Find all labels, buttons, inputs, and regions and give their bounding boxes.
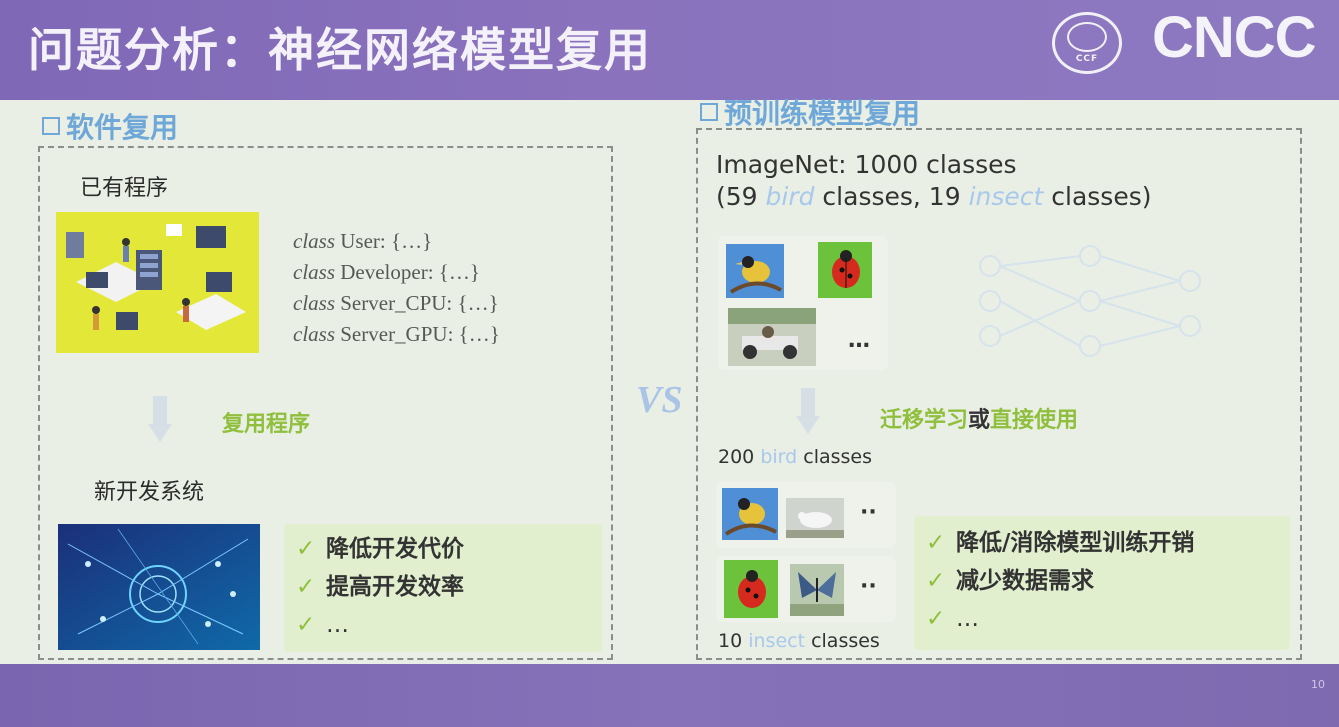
vehicle-image: [728, 308, 816, 366]
benefit-item: ✓降低开发代价: [296, 530, 464, 568]
slide-title: 问题分析：神经网络模型复用: [28, 23, 652, 77]
pretrained-reuse-panel: [696, 128, 1302, 660]
left-heading-text: 软件复用: [66, 111, 179, 144]
code-line: class Server_CPU: {…}: [293, 291, 499, 315]
checkmark-icon: ✓: [296, 574, 316, 600]
left-benefits-box: [284, 524, 602, 652]
checkbox-bullet-icon: [42, 117, 60, 135]
down-arrow-icon: [148, 396, 172, 446]
benefit-item: ✓…: [926, 600, 1194, 638]
left-section-heading: 软件复用: [42, 106, 178, 146]
right-section-heading: 预训练模型复用: [700, 92, 920, 132]
benefit-item: ✓减少数据需求: [926, 562, 1194, 600]
ladybug-photo: [818, 242, 872, 298]
neural-network-icon: [979, 245, 1201, 357]
code-line: class User: {…}: [293, 229, 433, 253]
reuse-program-label: 复用程序: [222, 412, 311, 437]
existing-program-label: 已有程序: [80, 176, 169, 201]
ellipsis: ··: [860, 574, 877, 599]
vs-label: VS: [636, 379, 683, 421]
code-line: class Developer: {…}: [293, 260, 480, 284]
checkmark-icon: ✓: [296, 612, 316, 638]
imagenet-line: ImageNet: 1000 classes: [716, 150, 1017, 179]
bird-image: [722, 488, 778, 540]
new-system-illustration: [58, 524, 260, 650]
transfer-learning-label: 迁移学习或直接使用: [880, 408, 1079, 433]
bird-image: [726, 244, 784, 298]
go-kart-photo: [728, 308, 816, 366]
ladybug-image: [724, 560, 778, 618]
bird-classes-label: 200 bird classes: [718, 446, 872, 468]
white-bird-image: [786, 498, 844, 538]
class-code-block: class User: {…} class Developer: {…} cla…: [293, 226, 500, 350]
existing-program-illustration: [56, 212, 259, 353]
header-bar: 问题分析：神经网络模型复用 CCF CNCC: [0, 0, 1339, 100]
cncc-logo: CNCC: [1152, 5, 1317, 70]
bird-photo: [722, 488, 778, 540]
butterfly-photo: [790, 564, 844, 616]
right-benefits-list: ✓降低/消除模型训练开销 ✓减少数据需求 ✓…: [926, 524, 1194, 638]
imagenet-detail-line: (59 bird classes, 19 insect classes): [716, 182, 1152, 211]
checkmark-icon: ✓: [926, 568, 946, 594]
benefit-item: ✓…: [296, 606, 464, 644]
network-hud-illustration: [58, 524, 260, 650]
seal-ring: [1067, 22, 1107, 52]
insect-classes-label: 10 insect classes: [718, 630, 880, 652]
checkbox-bullet-icon: [700, 103, 718, 121]
checkmark-icon: ✓: [296, 536, 316, 562]
ellipsis: …: [848, 328, 870, 353]
isometric-office-illustration: [56, 212, 259, 353]
code-line: class Server_GPU: {…}: [293, 322, 500, 346]
page-number: 10: [1311, 678, 1325, 691]
benefit-item: ✓提高开发效率: [296, 568, 464, 606]
checkmark-icon: ✓: [926, 606, 946, 632]
ladybug-image: [818, 242, 872, 298]
new-system-label: 新开发系统: [94, 480, 205, 505]
ladybug-photo: [724, 560, 778, 618]
checkmark-icon: ✓: [926, 530, 946, 556]
right-heading-text: 预训练模型复用: [724, 97, 921, 130]
software-reuse-panel: [38, 146, 613, 660]
seal-text: CCF: [1075, 54, 1099, 64]
left-benefits-list: ✓降低开发代价 ✓提高开发效率 ✓…: [296, 530, 464, 644]
footer-bar: 10: [0, 664, 1339, 727]
ellipsis: ··: [860, 500, 877, 525]
butterfly-image: [790, 564, 844, 616]
bird-photo: [726, 244, 784, 298]
right-benefits-box: [914, 516, 1290, 650]
ccf-seal-logo: CCF: [1052, 12, 1122, 74]
down-arrow-icon: [796, 388, 820, 438]
white-bird-photo: [786, 498, 844, 538]
benefit-item: ✓降低/消除模型训练开销: [926, 524, 1194, 562]
